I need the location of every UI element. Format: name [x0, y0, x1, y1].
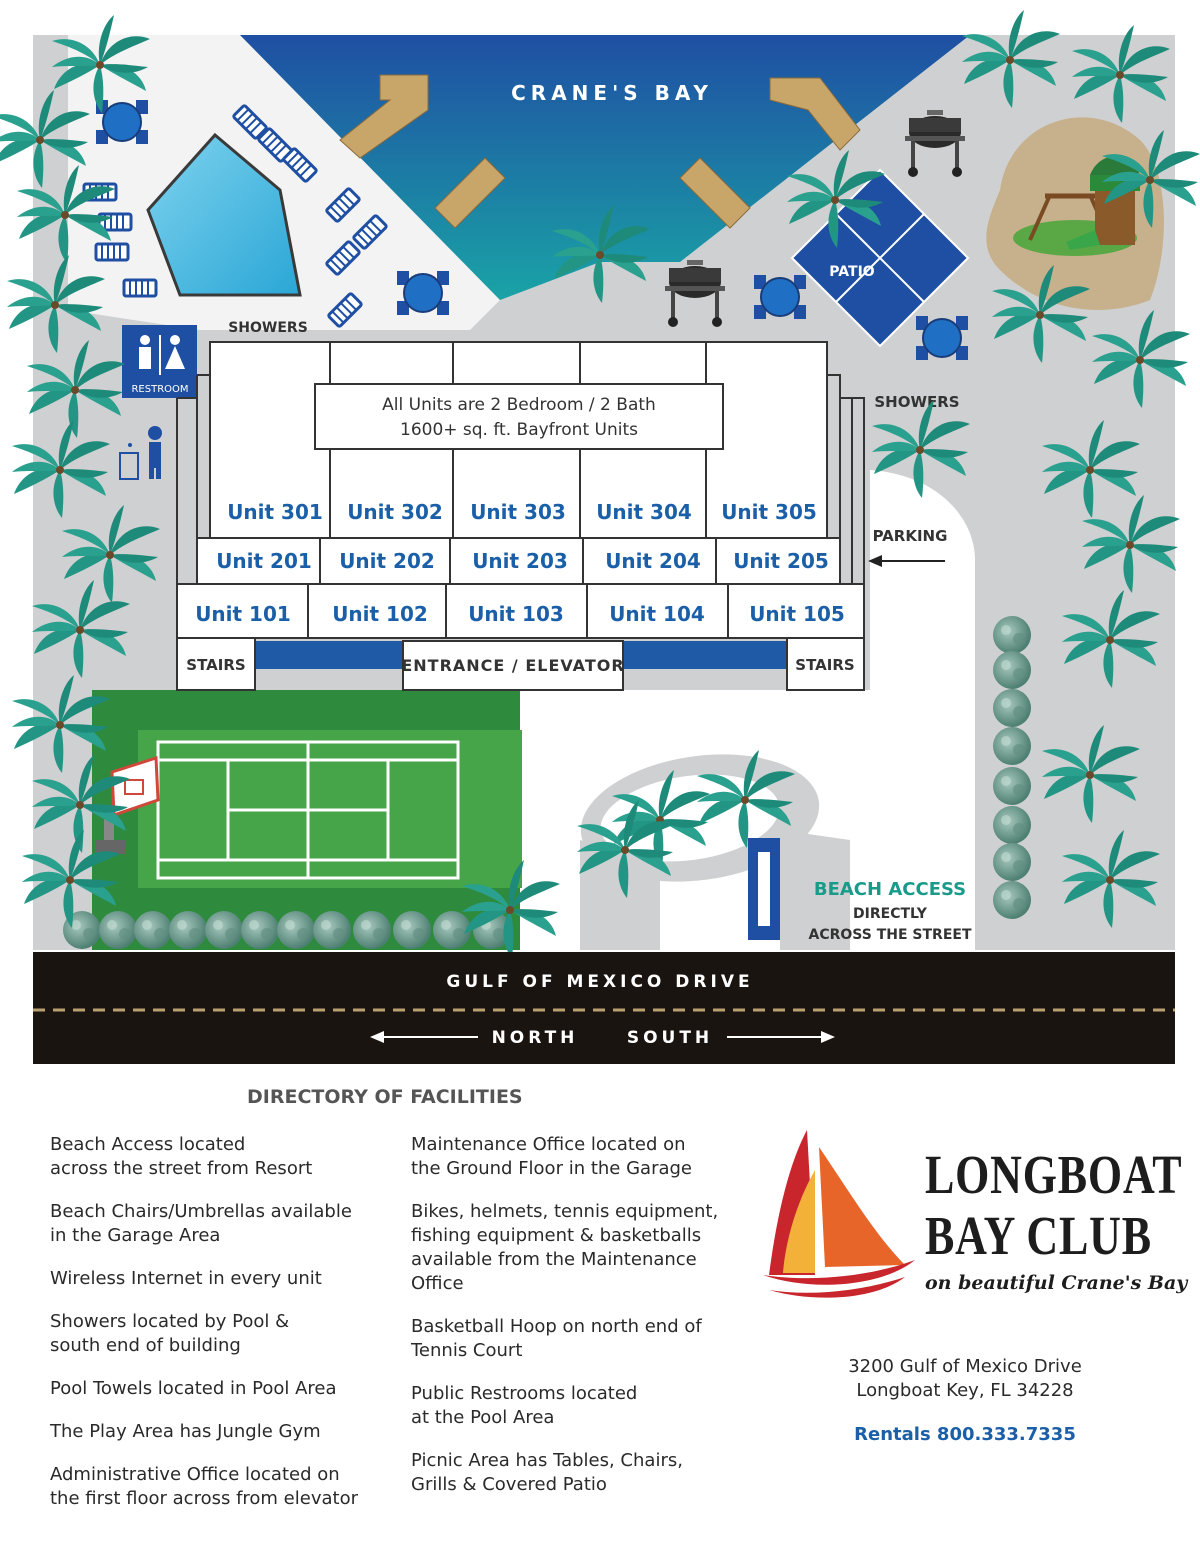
directory-item-line: Basketball Hoop on north end of [411, 1316, 702, 1337]
floor-1-units: Unit 101 Unit 102 Unit 103 Unit 104 Unit 105 [195, 602, 845, 626]
floor-3-units: Unit 301 Unit 302 Unit 303 Unit 304 Unit 305 [227, 500, 817, 524]
unit-label: Unit 102 [332, 602, 428, 626]
directory-item: Showers located by Pool & south end of bu… [50, 1310, 400, 1358]
unit-label: Unit 101 [195, 602, 291, 626]
road-name: GULF OF MEXICO DRIVE [446, 972, 753, 992]
directory-item-line: Grills & Covered Patio [411, 1474, 607, 1495]
brand-tagline: on beautiful Crane's Bay [925, 1272, 1188, 1294]
directory-item-line: Wireless Internet in every unit [50, 1268, 322, 1289]
unit-label: Unit 303 [470, 500, 566, 524]
units-note-line1: All Units are 2 Bedroom / 2 Bath [382, 395, 656, 415]
unit-label: Unit 104 [609, 602, 705, 626]
directory-item: Maintenance Office located on the Ground … [411, 1133, 741, 1181]
brand-name-line1: LONGBOAT [925, 1144, 1183, 1205]
rentals-phone[interactable]: Rentals 800.333.7335 [854, 1424, 1076, 1445]
unit-label: Unit 203 [472, 549, 568, 573]
address-line1: 3200 Gulf of Mexico Drive [848, 1356, 1082, 1377]
beach-access-title: BEACH ACCESS [814, 879, 966, 900]
units-note-line2: 1600+ sq. ft. Bayfront Units [400, 420, 638, 440]
showers-south-label: SHOWERS [874, 393, 959, 411]
beach-access-marker [748, 838, 780, 940]
basketball-hoop-icon [95, 755, 160, 854]
unit-label: Unit 201 [216, 549, 312, 573]
resort-site-map: CRANE'S BAY PATIO [0, 10, 1200, 1064]
north-label: NORTH [492, 1028, 579, 1048]
directory-item-line: Bikes, helmets, tennis equipment, [411, 1201, 719, 1222]
directory-item-line: the first floor across from elevator [50, 1488, 358, 1509]
directory-item: Beach Access located across the street fr… [50, 1133, 400, 1181]
directory-item-line: south end of building [50, 1335, 241, 1356]
directory-item-line: Tennis Court [411, 1340, 523, 1361]
sailboat-logo-icon [763, 1130, 915, 1298]
directory-item: Picnic Area has Tables, Chairs, Grills & … [411, 1449, 741, 1497]
directory-item-line: Maintenance Office located on [411, 1134, 686, 1155]
dock [339, 74, 861, 229]
swimming-pool [146, 132, 302, 297]
directory-item-line: fishing equipment & basketballs [411, 1225, 702, 1246]
unit-label: Unit 302 [347, 500, 443, 524]
entrance-label: ENTRANCE / ELEVATOR [401, 656, 624, 675]
patio-label: PATIO [829, 264, 874, 280]
trash-can-icon [119, 426, 162, 480]
directory-item-line: across the street from Resort [50, 1158, 313, 1179]
restroom-label: RESTROOM [131, 384, 188, 395]
stairs-left-label: STAIRS [186, 656, 245, 674]
directory-item-line: Picnic Area has Tables, Chairs, [411, 1450, 683, 1471]
directory-item-line: Showers located by Pool & [50, 1311, 290, 1332]
directory-item: Bikes, helmets, tennis equipment, fishing… [411, 1200, 741, 1296]
tennis-court [92, 690, 522, 950]
unit-label: Unit 304 [596, 500, 692, 524]
directory-item-line: Office [411, 1273, 464, 1294]
building [176, 341, 865, 691]
directory-item-line: The Play Area has Jungle Gym [50, 1421, 321, 1442]
address-line2: Longboat Key, FL 34228 [856, 1380, 1074, 1401]
directory-item: Pool Towels located in Pool Area [50, 1377, 400, 1401]
unit-label: Unit 105 [749, 602, 845, 626]
directory-item: The Play Area has Jungle Gym [50, 1420, 400, 1444]
directory-item-line: Pool Towels located in Pool Area [50, 1378, 337, 1399]
south-label: SOUTH [627, 1028, 713, 1048]
unit-label: Unit 205 [733, 549, 829, 573]
brand-name-line2: BAY CLUB [925, 1205, 1152, 1266]
south-arrow-icon [727, 1031, 835, 1043]
unit-label: Unit 204 [605, 549, 701, 573]
gulf-of-mexico-drive [33, 952, 1175, 1064]
unit-label: Unit 305 [721, 500, 817, 524]
north-arrow-icon [370, 1031, 478, 1043]
parking-label: PARKING [873, 527, 948, 545]
directory-item: Basketball Hoop on north end of Tennis Co… [411, 1315, 741, 1363]
parking-drive [845, 380, 1120, 950]
parking-arrow-icon [868, 555, 945, 567]
directory-title: DIRECTORY OF FACILITIES [247, 1086, 523, 1108]
directory-right-column: Maintenance Office located on the Ground … [411, 1133, 741, 1516]
directory-item-line: available from the Maintenance [411, 1249, 697, 1270]
directory-left-column: Beach Access located across the street fr… [50, 1133, 400, 1530]
directory-item-line: the Ground Floor in the Garage [411, 1158, 692, 1179]
unit-label: Unit 103 [468, 602, 564, 626]
directory-item-line: Beach Chairs/Umbrellas available [50, 1201, 352, 1222]
floor-2-units: Unit 201 Unit 202 Unit 203 Unit 204 Unit 205 [216, 549, 829, 573]
directory-item-line: in the Garage Area [50, 1225, 221, 1246]
unit-label: Unit 202 [339, 549, 435, 573]
beach-access-line1: DIRECTLY [853, 906, 928, 922]
restroom-icon: RESTROOM [122, 325, 197, 398]
bay-name: CRANE'S BAY [511, 81, 713, 105]
directory-item: Public Restrooms located at the Pool Area [411, 1382, 741, 1430]
unit-label: Unit 301 [227, 500, 323, 524]
directory-item: Administrative Office located on the firs… [50, 1463, 400, 1511]
directory-item-line: Administrative Office located on [50, 1464, 340, 1485]
showers-pool-label: SHOWERS [228, 320, 308, 336]
playground-icon [986, 117, 1164, 311]
directory-item: Wireless Internet in every unit [50, 1267, 400, 1291]
directory-item-line: Beach Access located [50, 1134, 246, 1155]
directory-item-line: Public Restrooms located [411, 1383, 638, 1404]
directory-item-line: at the Pool Area [411, 1407, 555, 1428]
beach-access-line2: ACROSS THE STREET [809, 927, 972, 943]
stairs-right-label: STAIRS [795, 656, 854, 674]
directory-item: Beach Chairs/Umbrellas available in the G… [50, 1200, 400, 1248]
